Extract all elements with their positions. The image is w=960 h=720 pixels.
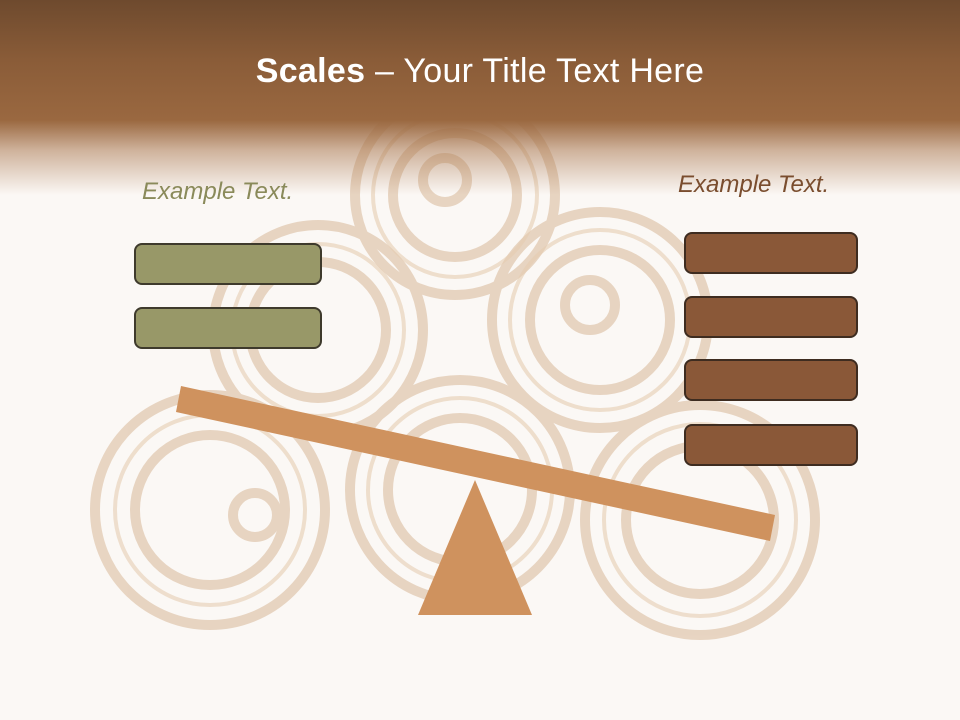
right-box-2	[684, 296, 858, 338]
title-bold: Scales	[255, 52, 366, 90]
title-bar	[0, 0, 960, 195]
right-box-1	[684, 232, 858, 274]
triangle-fulcrum	[418, 480, 532, 615]
left-box-2	[134, 307, 322, 349]
right-box-4	[684, 424, 858, 466]
left-box-1	[134, 243, 322, 285]
slide-title: Scales – Your Title Text Here	[0, 52, 960, 91]
right-example-text: Example Text.	[678, 171, 830, 198]
left-example-text: Example Text.	[142, 178, 294, 205]
title-rest: – Your Title Text Here	[365, 52, 705, 90]
scale-beam	[176, 386, 775, 541]
right-box-3	[684, 359, 858, 401]
